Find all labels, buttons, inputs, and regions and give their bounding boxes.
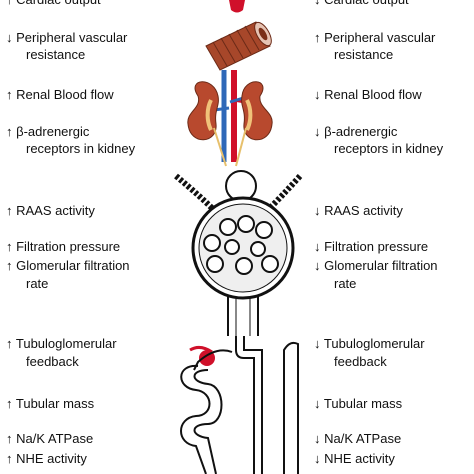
right-pvr-line2: resistance (334, 47, 394, 62)
left-beta-line1: ↑ β-adrenergic (6, 124, 90, 139)
left-tgf-line1: ↑ Tubuloglomerular (6, 336, 117, 351)
right-renal-blood-flow: ↓ Renal Blood flow (314, 87, 422, 102)
heart-icon (229, 0, 245, 13)
right-cardiac-output: ↓ Cardiac output (314, 0, 409, 8)
right-gfr-line2: rate (334, 276, 357, 291)
blood-vessel-icon (205, 21, 272, 71)
left-gfr-line2: rate (26, 276, 49, 291)
right-tgf-line2: feedback (334, 354, 387, 369)
right-pvr-line1: ↑ Peripheral vascular (314, 30, 436, 45)
right-beta-line2: receptors in kidney (334, 141, 444, 156)
right-beta-line1: ↓ β-adrenergic (314, 124, 398, 139)
right-na-k-atpase: ↓ Na/K ATPase (314, 431, 402, 446)
left-tubular-mass: ↑ Tubular mass (6, 396, 95, 411)
left-cardiac-output: ↑ Cardiac output (6, 0, 101, 8)
right-raas-activity: ↓ RAAS activity (314, 203, 403, 218)
right-tgf-line1: ↓ Tubuloglomerular (314, 336, 425, 351)
left-raas-activity: ↑ RAAS activity (6, 203, 95, 218)
left-gfr-line1: ↑ Glomerular filtration (6, 258, 130, 273)
glomerulus-icon (174, 170, 303, 336)
right-gfr-line1: ↓ Glomerular filtration (314, 258, 438, 273)
left-filtration-pressure: ↑ Filtration pressure (6, 239, 121, 254)
right-nhe-activity: ↓ NHE activity (314, 451, 395, 466)
right-tubular-mass: ↓ Tubular mass (314, 396, 403, 411)
left-pvr-line1: ↓ Peripheral vascular (6, 30, 128, 45)
left-na-k-atpase: ↑ Na/K ATPase (6, 431, 94, 446)
left-tgf-line2: feedback (26, 354, 79, 369)
left-renal-blood-flow: ↑ Renal Blood flow (6, 87, 114, 102)
left-nhe-activity: ↑ NHE activity (6, 451, 87, 466)
left-pvr-line2: resistance (26, 47, 86, 62)
kidneys-icon (187, 70, 273, 167)
right-filtration-pressure: ↓ Filtration pressure (314, 239, 429, 254)
nephron-tubule-icon (180, 336, 299, 474)
left-beta-line2: receptors in kidney (26, 141, 136, 156)
